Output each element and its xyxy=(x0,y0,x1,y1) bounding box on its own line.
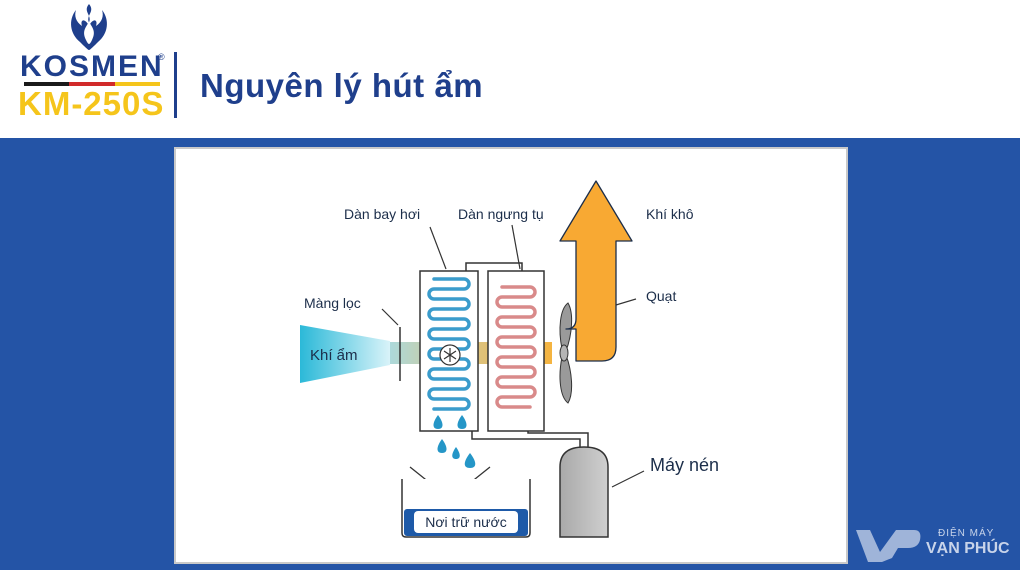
registered-mark: ® xyxy=(158,52,165,62)
header: KOSMEN ® KM-250S Nguyên lý hút ẩm xyxy=(0,0,1020,138)
condenser-serpentine xyxy=(495,285,537,409)
evaporator-serpentine xyxy=(427,277,471,411)
evaporator-label: Dàn bay hơi xyxy=(344,206,420,222)
refrigerant-pipe-bottom xyxy=(471,431,581,449)
water-drop xyxy=(452,447,460,459)
condenser-label: Dàn ngưng tụ xyxy=(458,206,544,222)
evaporator-leader xyxy=(429,226,447,270)
header-divider xyxy=(174,52,177,118)
dry-air-label: Khí khô xyxy=(646,206,694,222)
filter-label: Màng lọc xyxy=(304,295,361,311)
water-drop xyxy=(457,415,467,429)
humid-air-inlet xyxy=(300,325,390,383)
compressor xyxy=(559,446,609,538)
vp-logo-icon xyxy=(856,530,921,562)
vanphuc-watermark: ĐIỆN MÁY VẠN PHÚC xyxy=(852,526,1020,566)
dry-air-arrow xyxy=(559,180,633,362)
refrigerant-pipe-top xyxy=(465,262,523,271)
filter-leader xyxy=(381,308,399,326)
condenser-leader xyxy=(511,224,521,270)
water-tank-label: Nơi trữ nước xyxy=(425,514,506,530)
water-drop xyxy=(464,453,476,468)
watermark-line1: ĐIỆN MÁY xyxy=(938,528,995,539)
tank-label-box xyxy=(414,511,518,533)
compressor-label: Máy nén xyxy=(650,455,719,475)
brand-name: KOSMEN xyxy=(20,50,164,83)
water-drop xyxy=(433,415,443,429)
fan-hub xyxy=(559,344,569,362)
flame-icon xyxy=(71,4,107,50)
water-drop xyxy=(437,439,447,453)
watermark-line2: VẠN PHÚC xyxy=(926,540,1010,557)
page-title: Nguyên lý hút ẩm xyxy=(200,67,484,104)
humid-air-label: Khí ẩm xyxy=(310,347,358,364)
fan-blade-bottom xyxy=(559,354,573,404)
dehumidifier-diagram: Khí ẩm Màng lọc Dàn bay hơi Dàn ngưng tụ… xyxy=(174,147,848,564)
compressor-leader xyxy=(611,470,645,488)
snowflake-glyph xyxy=(443,348,457,362)
refrigerant-pipe-return xyxy=(527,431,589,449)
model-name: KM-250S xyxy=(18,85,165,122)
kosmen-logo: KOSMEN ® KM-250S xyxy=(18,2,170,130)
fan-blade-top xyxy=(559,302,573,352)
brand-stripe xyxy=(24,82,160,86)
diagram-canvas: Khí ẩm Màng lọc Dàn bay hơi Dàn ngưng tụ… xyxy=(300,180,719,538)
fan-label: Quạt xyxy=(646,288,676,304)
